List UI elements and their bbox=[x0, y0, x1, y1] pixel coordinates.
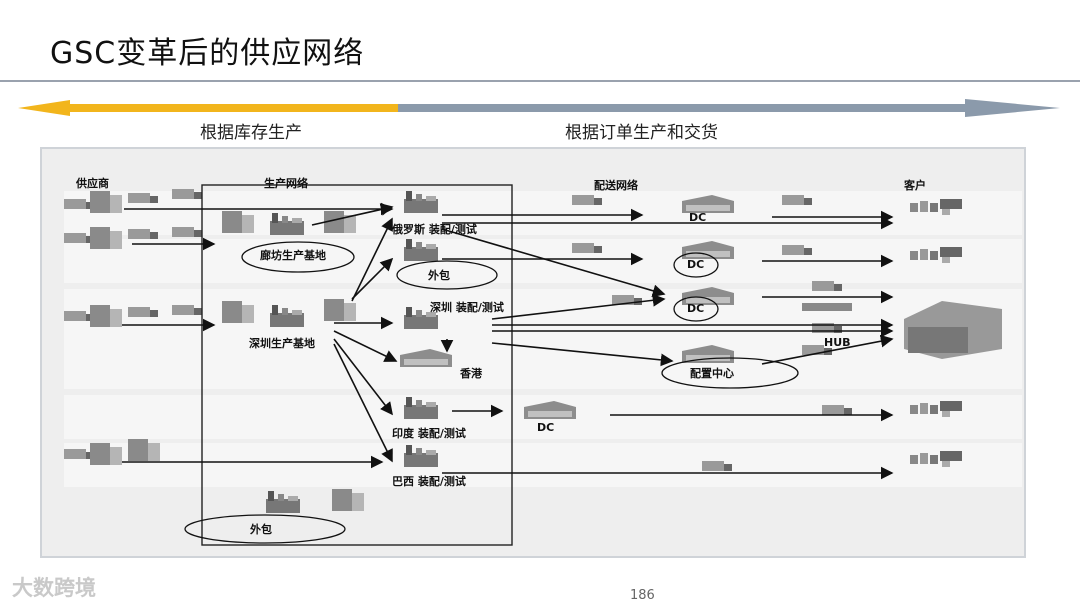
ship-icon bbox=[802, 303, 852, 311]
left-arrow-stock bbox=[18, 100, 398, 116]
flow-arrows bbox=[122, 202, 894, 480]
russia-assembly-label: 俄罗斯 装配/测试 bbox=[392, 223, 477, 236]
shenzhen-assembly-label: 深圳 装配/测试 bbox=[430, 301, 504, 314]
strategy-arrow bbox=[18, 99, 1060, 117]
dc-label: DC bbox=[687, 258, 705, 271]
supplier-header: 供应商 bbox=[76, 177, 109, 190]
distribution-icons bbox=[524, 195, 852, 471]
supplier-icons bbox=[64, 189, 202, 465]
production-icons bbox=[222, 191, 452, 513]
row-band bbox=[64, 443, 1022, 487]
page-number: 186 bbox=[630, 588, 655, 603]
right-arrow-order bbox=[398, 99, 1060, 117]
page-title: GSC变革后的供应网络 bbox=[50, 36, 365, 71]
distribution-header: 配送网络 bbox=[594, 179, 638, 192]
highlight-ellipses bbox=[184, 241, 799, 544]
supply-network-diagram: 供应商 生产网络 配送网络 客户 俄罗斯 装配/测试 廊坊生产基地 外包 深圳生… bbox=[40, 147, 1026, 558]
customer-header: 客户 bbox=[904, 179, 926, 192]
langfang-base-label: 廊坊生产基地 bbox=[260, 249, 326, 262]
make-to-order-label: 根据订单生产和交货 bbox=[565, 123, 718, 143]
shenzhen-base-label: 深圳生产基地 bbox=[249, 337, 315, 350]
network-graphics bbox=[64, 184, 1002, 546]
production-network-box bbox=[201, 184, 513, 546]
dc-label: DC bbox=[689, 211, 707, 224]
outsource-label: 外包 bbox=[428, 269, 450, 282]
outsource-label: 外包 bbox=[250, 523, 272, 536]
production-header: 生产网络 bbox=[264, 177, 308, 190]
hongkong-label: 香港 bbox=[460, 367, 482, 380]
india-assembly-label: 印度 装配/测试 bbox=[392, 427, 466, 440]
dc-label: DC bbox=[537, 421, 555, 434]
title-divider bbox=[0, 80, 1080, 82]
hub-label: HUB bbox=[824, 336, 851, 349]
dc-label: DC bbox=[687, 302, 705, 315]
watermark-logo: 大数跨境 bbox=[12, 576, 96, 600]
brazil-assembly-label: 巴西 装配/测试 bbox=[392, 475, 466, 488]
make-to-stock-label: 根据库存生产 bbox=[200, 123, 302, 143]
customer-icons bbox=[904, 199, 1002, 467]
config-center-label: 配置中心 bbox=[690, 367, 734, 380]
